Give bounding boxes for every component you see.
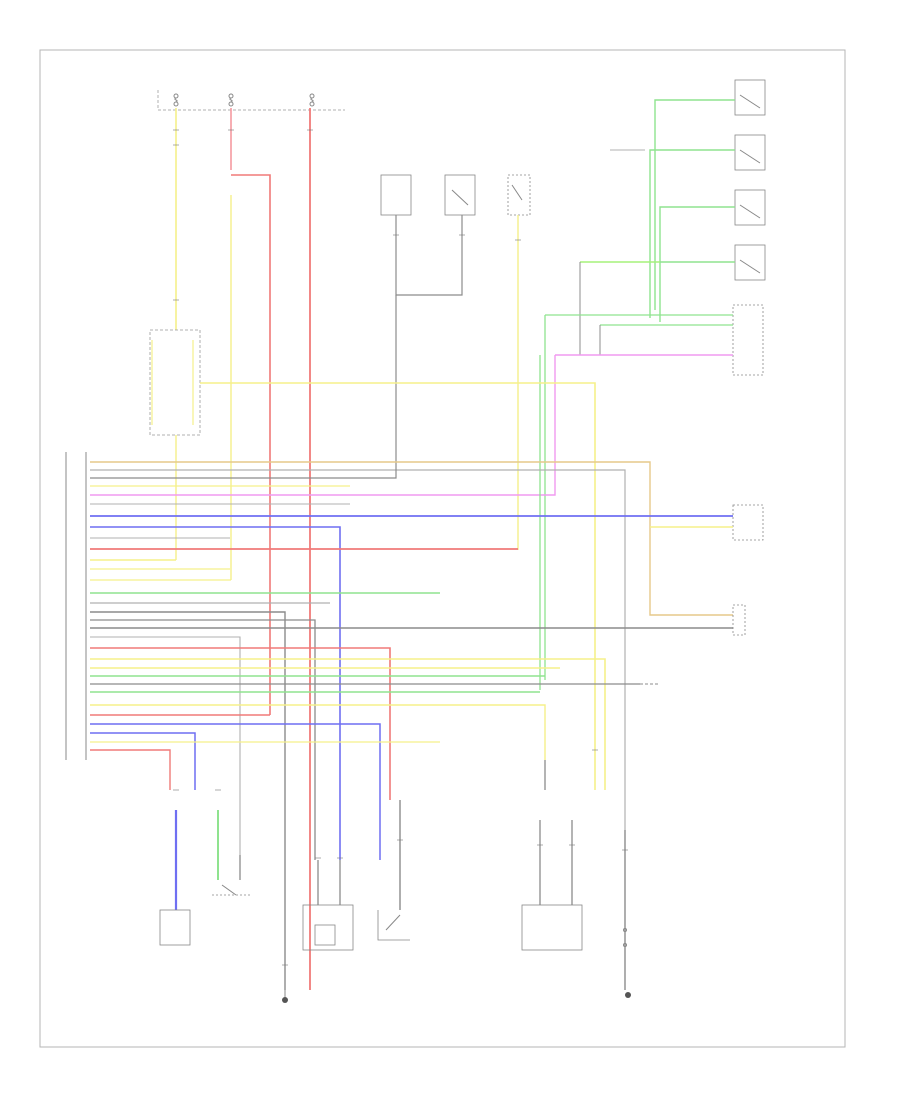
fuse-icon — [228, 93, 234, 107]
wire — [395, 215, 463, 296]
wire — [90, 749, 171, 790]
wire — [200, 382, 596, 790]
fuse-box-outline — [157, 90, 345, 111]
connector-icon — [732, 504, 764, 541]
fuse-icon — [173, 93, 179, 107]
wire — [90, 704, 546, 760]
ground-icon — [625, 992, 631, 998]
wire — [649, 149, 735, 318]
control-unit-connector — [732, 304, 764, 376]
wire — [90, 355, 556, 496]
wire — [231, 174, 271, 715]
component-box-icon — [521, 904, 583, 951]
wire — [90, 611, 286, 990]
ground-icon — [282, 997, 288, 1003]
wire — [90, 469, 626, 990]
wire — [90, 647, 391, 800]
switch-icon — [507, 174, 531, 216]
wire — [659, 206, 735, 322]
connector-pins — [173, 129, 628, 966]
harness-wires — [90, 461, 733, 990]
main-connector — [65, 452, 87, 760]
wire — [90, 461, 733, 616]
wire — [90, 658, 606, 790]
wire — [90, 526, 341, 860]
fuse-box — [157, 90, 345, 111]
diagram-frame — [39, 49, 846, 1048]
fuse-icon — [309, 93, 315, 107]
door-switch-group — [734, 79, 766, 281]
wire — [90, 465, 397, 479]
component-box-icon — [159, 909, 191, 946]
sensor-icon — [302, 904, 354, 951]
switch-icon — [444, 174, 476, 216]
wire — [90, 636, 241, 860]
switch-icon — [380, 174, 412, 216]
switch-icon — [377, 910, 410, 941]
connector-icon — [732, 604, 746, 636]
switch-icon — [212, 884, 250, 896]
wire — [90, 732, 196, 790]
wire — [90, 619, 316, 860]
fuse-icon — [623, 928, 627, 947]
wire — [654, 99, 735, 310]
relay-box — [149, 329, 201, 436]
wire — [90, 723, 381, 860]
